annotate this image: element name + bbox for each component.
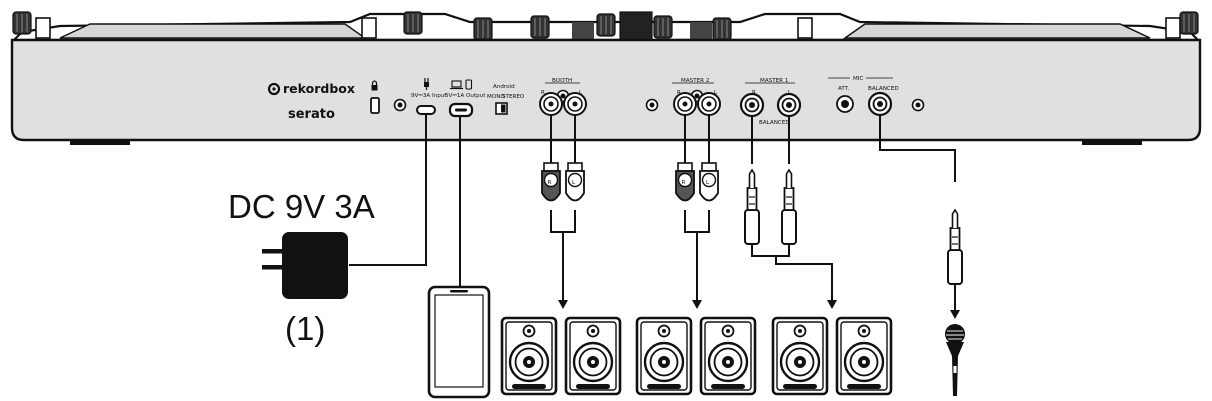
laptop-icon [450, 80, 463, 90]
speaker-icon [635, 316, 693, 396]
booth-rca-plug-l: L [565, 162, 585, 202]
mic-trs-plug [947, 209, 963, 285]
panel-screw [645, 98, 659, 112]
rear-panel [10, 38, 1202, 145]
security-slot[interactable] [370, 97, 380, 114]
master1-trs-plug-l [781, 169, 797, 245]
master2-label: MASTER 2 [681, 78, 709, 84]
mono-stereo-switch[interactable] [495, 102, 508, 115]
panel-screw-right [911, 98, 925, 112]
master2-r-jack[interactable] [673, 92, 697, 116]
usb-output-label: 5V⎓1A Output [445, 93, 486, 99]
booth-r-jack[interactable] [539, 92, 563, 116]
serato-logo: serato [288, 107, 335, 122]
adapter-number-label: (1) [285, 310, 325, 347]
usb-power-label: 9V⎓3A Input [411, 93, 447, 99]
speaker-icon [699, 316, 757, 396]
booth-l-jack[interactable] [563, 92, 587, 116]
master1-trs-plug-r [744, 169, 760, 245]
att-label: ATT. [838, 86, 849, 92]
arrowheads [558, 300, 960, 319]
speaker-icon [500, 316, 558, 396]
speaker-icon [835, 316, 893, 396]
smartphone-icon [427, 285, 491, 399]
rekordbox-logo: rekordbox [267, 81, 355, 96]
master1-label: MASTER 1 [760, 78, 789, 84]
master2-rca-plug-r: R [675, 162, 695, 202]
svg-text:R: R [548, 180, 552, 186]
booth-r-label: R [541, 90, 545, 96]
cables [349, 114, 956, 312]
speaker-icon [564, 316, 622, 396]
booth-label: BOOTH [552, 78, 572, 84]
master2-l-label: L [714, 90, 718, 96]
lock-icon [371, 80, 378, 91]
ground-screw [393, 98, 407, 112]
booth-l-label: L [579, 90, 583, 96]
master1-balanced-label: BALANCED [759, 120, 790, 126]
usb-c-power-port[interactable] [416, 105, 436, 115]
master2-rca-plug-l: L [699, 162, 719, 202]
controller-top [11, 11, 1201, 42]
mic-balanced-label: BALANCED [868, 86, 899, 92]
master2-r-label: R [677, 90, 681, 96]
master1-l-jack[interactable] [776, 92, 802, 118]
svg-text:R: R [682, 180, 686, 186]
ac-adapter-icon [262, 232, 348, 299]
svg-text:L: L [706, 180, 710, 186]
stereo-label: STEREO [502, 94, 525, 100]
booth-rca-plug-r: R [541, 162, 561, 202]
mic-label: MIC [853, 76, 863, 82]
phone-icon [465, 79, 473, 90]
master1-r-jack[interactable] [739, 92, 765, 118]
svg-text:L: L [572, 180, 576, 186]
mic-input-jack[interactable] [867, 91, 893, 117]
mono-label: MONO [487, 94, 505, 100]
adapter-voltage-label: DC 9V 3A [228, 188, 375, 225]
master1-r-label: R [752, 90, 756, 96]
svg-text:rekordbox: rekordbox [283, 81, 355, 96]
power-plug-icon [424, 78, 429, 90]
master2-l-jack[interactable] [697, 92, 721, 116]
mic-attenuator-knob[interactable] [836, 95, 854, 113]
android-label: Android [493, 84, 515, 90]
microphone-icon [945, 324, 965, 396]
speaker-icon [771, 316, 829, 396]
